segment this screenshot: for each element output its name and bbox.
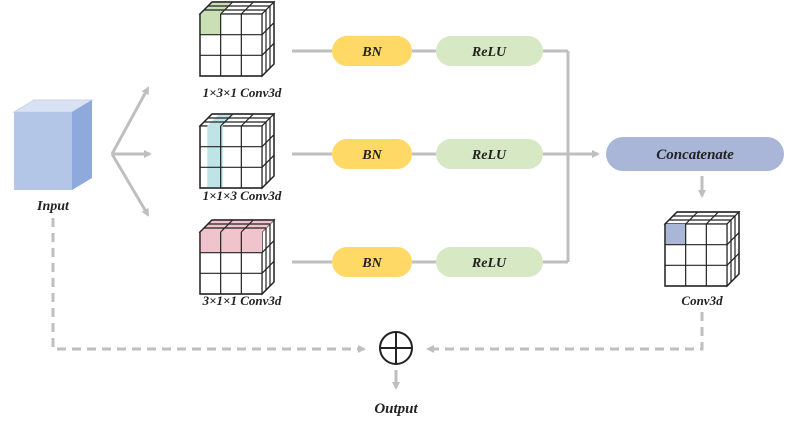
relu-block-2: ReLU	[436, 139, 543, 169]
branch-lines	[292, 49, 600, 264]
fanout-arrow-top	[110, 86, 150, 155]
bn-label-2: BN	[361, 148, 382, 163]
input-cube	[12, 99, 94, 190]
relu-block-3: ReLU	[436, 247, 543, 277]
conv-cube-3x1x1	[198, 218, 276, 296]
bn-block-1: BN	[332, 36, 412, 66]
fanout-arrows	[110, 86, 152, 217]
relu-block-1: ReLU	[436, 36, 543, 66]
relu-label-1: ReLU	[471, 45, 507, 60]
conv-label-3: 3×1×1 Conv3d	[202, 293, 282, 308]
conv-cube-1x1x3	[198, 112, 276, 190]
residual-paths	[51, 218, 704, 353]
conv-cube-output	[663, 210, 741, 288]
concatenate-label: Concatenate	[656, 147, 734, 163]
output-label: Output	[374, 401, 418, 417]
conv-label-2: 1×1×3 Conv3d	[203, 188, 282, 203]
concatenate-block: Concatenate	[606, 137, 784, 171]
input-cube-front	[14, 112, 72, 190]
conv-skip-path	[426, 312, 704, 353]
input-label: Input	[36, 199, 70, 214]
bn-block-3: BN	[332, 247, 412, 277]
fanout-arrow-bottom	[110, 153, 150, 217]
relu-label-3: ReLU	[471, 256, 507, 271]
input-skip-path	[51, 218, 366, 353]
add-symbol	[379, 331, 413, 365]
input-cube-side	[72, 100, 92, 190]
bn-block-2: BN	[332, 139, 412, 169]
bn-label-3: BN	[361, 256, 382, 271]
conv-label-1: 1×3×1 Conv3d	[203, 85, 282, 100]
bn-label-1: BN	[361, 45, 382, 60]
conv-cube-1x3x1	[198, 0, 276, 78]
relu-label-2: ReLU	[471, 148, 507, 163]
conv-out-label: Conv3d	[681, 293, 723, 308]
